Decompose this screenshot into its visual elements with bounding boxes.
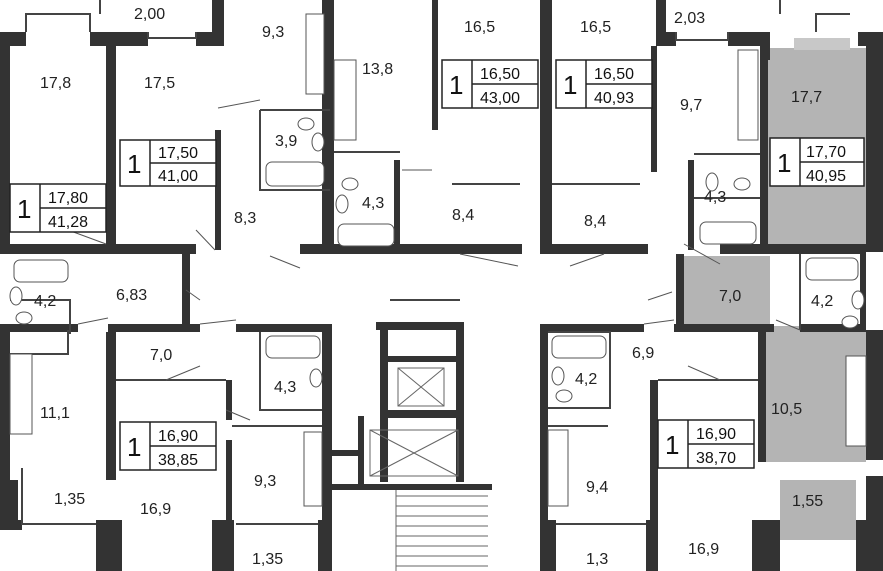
- room-area-label: 9,4: [586, 479, 608, 496]
- room-area-label: 1,3: [586, 551, 608, 568]
- bathtub-icon: [699, 221, 757, 245]
- room-area-label: 7,0: [150, 347, 172, 364]
- room-area-label: 17,8: [40, 75, 71, 92]
- bathtub-icon: [551, 335, 607, 359]
- room-area-label: 16,9: [140, 501, 171, 518]
- badge-room-count: 1: [17, 194, 31, 224]
- sink-icon: [551, 366, 565, 386]
- badge-total-area: 40,93: [594, 90, 634, 107]
- room-area-label: 9,7: [680, 97, 702, 114]
- badge-room-count: 1: [127, 432, 141, 462]
- room-area-label: 17,5: [144, 75, 175, 92]
- badge-total-area: 38,70: [696, 450, 736, 467]
- toilet-icon: [733, 177, 751, 191]
- apartment-badge[interactable]: 1 17,80 41,28: [9, 183, 107, 233]
- room-area-label: 1,35: [54, 491, 85, 508]
- sink-icon: [705, 172, 719, 192]
- toilet-icon: [297, 117, 315, 131]
- kitchen-counter-icon: [9, 353, 33, 435]
- room-area-label: 8,4: [584, 213, 606, 230]
- badge-total-area: 41,28: [48, 214, 88, 231]
- apartment-badge[interactable]: 1 16,90 38,70: [657, 419, 755, 469]
- room-area-label: 2,03: [674, 10, 705, 27]
- room-area-label: 11,1: [40, 405, 70, 422]
- kitchen-counter-icon: [737, 49, 759, 141]
- elevator-icon: [397, 367, 445, 407]
- room-area-label: 8,3: [234, 210, 256, 227]
- room-area-label: 4,3: [362, 195, 384, 212]
- room-area-label: 8,4: [452, 207, 474, 224]
- room-area-label: 16,9: [688, 541, 719, 558]
- room-area-label: 4,3: [274, 379, 296, 396]
- badge-living-area: 17,70: [806, 144, 846, 161]
- badge-room-count: 1: [563, 70, 577, 100]
- badge-living-area: 16,90: [158, 428, 198, 445]
- room-area-label: 17,7: [791, 89, 822, 106]
- room-area-label: 7,0: [719, 288, 741, 305]
- room-area-label: 6,83: [116, 287, 147, 304]
- badge-total-area: 38,85: [158, 452, 198, 469]
- room-area-label: 16,5: [580, 19, 611, 36]
- toilet-icon: [15, 311, 33, 325]
- sink-icon: [335, 194, 349, 214]
- room-area-label: 2,00: [134, 6, 165, 23]
- badge-room-count: 1: [665, 430, 679, 460]
- bathtub-icon: [13, 259, 69, 283]
- badge-living-area: 16,50: [480, 66, 520, 83]
- room-area-label: 9,3: [262, 24, 284, 41]
- apartment-badge[interactable]: 1 17,70 40,95: [769, 137, 865, 187]
- room-area-label: 4,3: [704, 189, 726, 206]
- door-swings: [67, 99, 801, 421]
- sink-icon: [309, 368, 323, 388]
- badge-total-area: 41,00: [158, 168, 198, 185]
- room-area-label: 1,35: [252, 551, 283, 568]
- badge-room-count: 1: [777, 148, 791, 178]
- staircase-icon: [395, 490, 488, 571]
- room-area-label: 9,3: [254, 473, 276, 490]
- room-area-label: 16,5: [464, 19, 495, 36]
- badge-room-count: 1: [449, 70, 463, 100]
- badge-living-area: 17,50: [158, 145, 198, 162]
- room-labels: 2,00 9,3 16,5 16,5 2,03 17,8 17,5 13,8 3…: [34, 6, 833, 568]
- toilet-icon: [341, 177, 359, 191]
- room-area-label: 4,2: [575, 371, 597, 388]
- bathtub-icon: [805, 257, 859, 281]
- elevator-icon: [369, 429, 459, 477]
- badge-total-area: 40,95: [806, 168, 846, 185]
- bathtub-icon: [265, 161, 325, 187]
- badge-living-area: 17,80: [48, 190, 88, 207]
- bathtub-icon: [265, 335, 321, 359]
- room-area-label: 13,8: [362, 61, 393, 78]
- badge-total-area: 43,00: [480, 90, 520, 107]
- apartment-badge[interactable]: 1 16,50 43,00: [441, 59, 539, 109]
- kitchen-counter-icon: [305, 13, 325, 95]
- room-area-label: 4,2: [34, 293, 56, 310]
- thin-lines: [10, 0, 850, 525]
- badge-room-count: 1: [127, 149, 141, 179]
- room-area-label: 4,2: [811, 293, 833, 310]
- room-area-label: 6,9: [632, 345, 654, 362]
- kitchen-counter-icon: [845, 355, 867, 447]
- kitchen-counter-icon: [547, 429, 569, 507]
- sink-icon: [851, 290, 865, 310]
- apartment-badge[interactable]: 1 16,50 40,93: [555, 59, 653, 109]
- room-area-label: 1,55: [792, 493, 823, 510]
- badge-living-area: 16,90: [696, 426, 736, 443]
- fixtures: [9, 13, 867, 571]
- kitchen-counter-icon: [333, 59, 357, 141]
- sink-icon: [9, 286, 23, 306]
- kitchen-counter-icon: [303, 431, 323, 507]
- room-area-label: 3,9: [275, 133, 297, 150]
- room-area-label: 10,5: [771, 401, 802, 418]
- toilet-icon: [555, 389, 573, 403]
- apartment-badge[interactable]: 1 16,90 38,85: [119, 421, 217, 471]
- toilet-icon: [841, 315, 859, 329]
- badge-living-area: 16,50: [594, 66, 634, 83]
- sink-icon: [311, 132, 325, 152]
- bathtub-icon: [337, 223, 395, 247]
- apartment-badge[interactable]: 1 17,50 41,00: [119, 139, 217, 187]
